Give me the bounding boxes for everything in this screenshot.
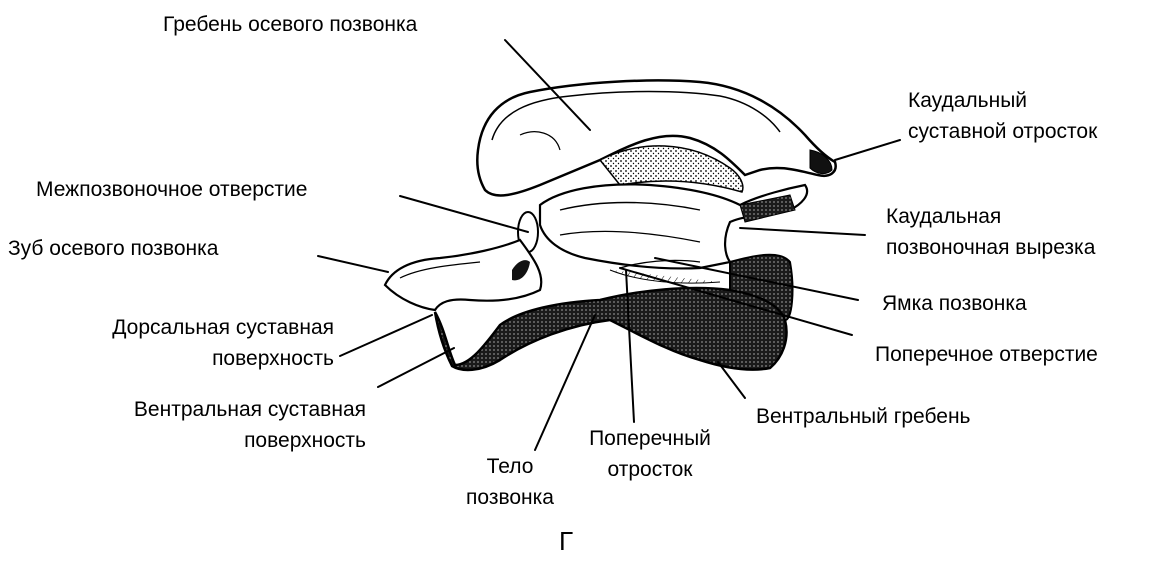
- label-transverse-process: Поперечный отросток: [560, 426, 740, 482]
- leader-caudal-notch: [740, 228, 865, 235]
- label-dens-text: Зуб осевого позвонка: [8, 236, 218, 261]
- leader-dorsal-surface: [340, 315, 432, 356]
- label-transverse-process-line2: отросток: [560, 457, 740, 482]
- label-dorsal-surface-line1: Дорсальная суставная: [40, 315, 334, 340]
- label-dorsal-surface: Дорсальная суставная поверхность: [40, 315, 334, 371]
- figure-letter-text: Г: [546, 526, 586, 556]
- label-body-line1: Тело: [440, 454, 580, 479]
- label-crest-text: Гребень осевого позвонка: [163, 12, 417, 37]
- label-ventral-crest-text: Вентральный гребень: [756, 404, 971, 429]
- label-ventral-crest: Вентральный гребень: [756, 404, 971, 429]
- label-ventral-surface-line2: поверхность: [66, 428, 366, 453]
- leader-dens: [318, 256, 388, 272]
- label-transverse-foramen-text: Поперечное отверстие: [875, 342, 1098, 367]
- label-transverse-foramen: Поперечное отверстие: [875, 342, 1098, 367]
- leader-caudal-process: [835, 140, 900, 160]
- label-caudal-notch-line2: позвоночная вырезка: [886, 235, 1095, 260]
- label-ventral-surface-line1: Вентральная суставная: [66, 397, 366, 422]
- label-caudal-notch-line1: Каудальная: [886, 204, 1095, 229]
- label-crest: Гребень осевого позвонка: [163, 12, 417, 37]
- label-caudal-process: Каудальный суставной отросток: [908, 88, 1097, 144]
- label-caudal-process-line2: суставной отросток: [908, 119, 1097, 144]
- label-fossa: Ямка позвонка: [882, 291, 1027, 316]
- label-body-line2: позвонка: [440, 485, 580, 510]
- label-ventral-surface: Вентральная суставная поверхность: [66, 397, 366, 453]
- label-fossa-text: Ямка позвонка: [882, 291, 1027, 316]
- label-transverse-process-line1: Поперечный: [560, 426, 740, 451]
- label-caudal-process-line1: Каудальный: [908, 88, 1097, 113]
- crest-shape: [477, 80, 835, 195]
- label-foramen-text: Межпозвоночное отверстие: [36, 177, 307, 202]
- leader-foramen: [400, 196, 528, 232]
- label-dens: Зуб осевого позвонка: [8, 236, 218, 261]
- leader-ventral-surface: [378, 348, 454, 387]
- figure-letter: Г: [546, 526, 586, 556]
- label-foramen: Межпозвоночное отверстие: [36, 177, 307, 202]
- label-caudal-notch: Каудальная позвоночная вырезка: [886, 204, 1095, 260]
- label-body: Тело позвонка: [440, 454, 580, 510]
- label-dorsal-surface-line2: поверхность: [40, 346, 334, 371]
